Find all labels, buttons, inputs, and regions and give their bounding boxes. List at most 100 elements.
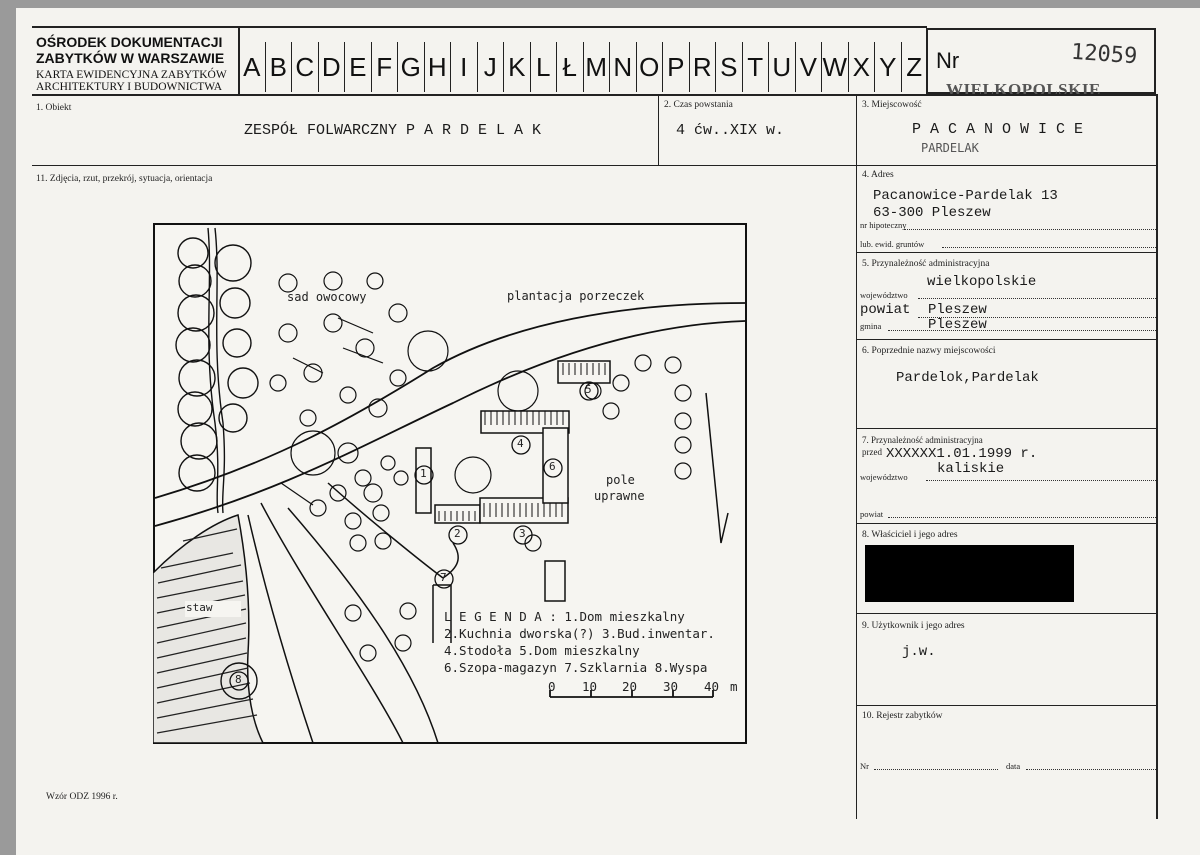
field6-value: Pardelok,Pardelak xyxy=(896,370,1039,386)
index-letter-x: X xyxy=(849,42,875,92)
legend-line3: 4.Stodoła 5.Dom mieszkalny xyxy=(444,643,640,658)
field4-label: 4. Adres xyxy=(862,170,894,180)
scale-30: 30 xyxy=(663,679,679,694)
field5-label: 5. Przynależność administracyjna xyxy=(862,259,990,269)
label-sad: sad owocowy xyxy=(287,290,367,304)
index-letter-u: U xyxy=(769,42,796,92)
legend-line1: L E G E N D A : 1.Dom mieszkalny xyxy=(444,609,685,624)
powiat-value: Pleszew xyxy=(928,302,987,318)
index-letter-c: C xyxy=(292,42,319,92)
index-letter-s: S xyxy=(716,42,743,92)
address-line1: Pacanowice-Pardelak 13 xyxy=(873,188,1058,204)
index-letter-f: F xyxy=(372,42,398,92)
index-letter-v: V xyxy=(796,42,822,92)
building-number-markers xyxy=(229,381,599,691)
legend-line2: 2.Kuchnia dworska(?) 3.Bud.inwentar. xyxy=(444,626,715,641)
scale-20: 20 xyxy=(622,679,638,694)
field10-nr-label: Nr xyxy=(860,761,869,771)
field2-value: 4 ćw..XIX w. xyxy=(676,122,785,139)
lub-ewid-label: lub. ewid. gruntów xyxy=(860,239,925,249)
index-letter-e: E xyxy=(345,42,372,92)
voivodeship-stamp: WIELKOPOLSKIE xyxy=(946,80,1101,99)
field7-date-value: XXXXXX1.01.1999 r. xyxy=(886,446,1038,462)
field7-powiat-label: powiat xyxy=(860,509,884,519)
index-letter-j: J xyxy=(478,42,504,92)
nr-box xyxy=(926,28,1156,94)
marker-6: 6 xyxy=(549,460,556,473)
woj-value: wielkopolskie xyxy=(927,274,1037,290)
index-letter-z: Z xyxy=(906,52,923,82)
form-version: Wzór ODZ 1996 r. xyxy=(46,792,118,802)
field10-label: 10. Rejestr zabytków xyxy=(862,711,943,721)
woj-label: województwo xyxy=(860,290,908,300)
lower-roads xyxy=(247,482,459,744)
index-letter-p: P xyxy=(663,42,690,92)
poplar-row xyxy=(175,227,259,514)
site-plan-sketch xyxy=(153,223,747,744)
index-letter-ł: Ł xyxy=(557,42,584,92)
field3-label: 3. Miejscowość xyxy=(862,100,922,110)
address-line2: 63-300 Pleszew xyxy=(873,205,991,221)
gmina-value: Pleszew xyxy=(928,317,987,333)
index-letter-n: N xyxy=(610,42,637,92)
field11-label: 11. Zdjęcia, rzut, przekrój, sytuacja, o… xyxy=(36,174,213,184)
index-letter-h: H xyxy=(425,42,451,92)
marker-8: 8 xyxy=(235,673,242,686)
marker-7: 7 xyxy=(440,571,447,584)
field1-label: 1. Obiekt xyxy=(36,103,72,113)
field9-label: 9. Użytkownik i jego adres xyxy=(862,621,965,631)
index-letter-w: W xyxy=(822,42,849,92)
marker-4: 4 xyxy=(517,437,524,450)
index-letter-d: D xyxy=(319,42,345,92)
marker-1: 1 xyxy=(420,467,427,480)
scale-40: 40 xyxy=(704,679,720,694)
nr-handwritten-value: 12059 xyxy=(1070,39,1139,70)
index-letter-k: K xyxy=(504,42,531,92)
index-letter-m: M xyxy=(584,42,610,92)
island-outline xyxy=(220,662,258,700)
label-pole-2: uprawne xyxy=(594,489,645,503)
gmina-label: gmina xyxy=(860,321,882,331)
legend-line4: 6.Szopa-magazyn 7.Szklarnia 8.Wyspa xyxy=(444,660,708,675)
building-roof-hatching xyxy=(438,363,606,521)
marker-3: 3 xyxy=(519,527,526,540)
field7-woj-label: województwo xyxy=(860,472,908,482)
marker-5: 5 xyxy=(585,383,592,396)
index-letter-g: G xyxy=(398,42,425,92)
field8-label: 8. Właściciel i jego adres xyxy=(862,530,958,540)
index-letter-a: A xyxy=(239,42,266,92)
label-plantacja: plantacja porzeczek xyxy=(507,289,645,303)
field3-handwritten: PARDELAK xyxy=(921,141,979,155)
nr-hipoteczny-label: nr hipoteczny xyxy=(860,220,907,230)
institution-line1: OŚRODEK DOKUMENTACJI xyxy=(36,34,223,50)
index-letter-y: Y xyxy=(875,42,902,92)
field7-label2: przed xyxy=(862,447,882,457)
label-staw: staw xyxy=(186,601,213,614)
farm-buildings xyxy=(415,360,611,643)
marker-2: 2 xyxy=(454,527,461,540)
field3-value: P A C A N O W I C E xyxy=(912,121,1084,138)
index-letter-o: O xyxy=(637,42,663,92)
card-type-line1: KARTA EWIDENCYJNA ZABYTKÓW xyxy=(36,69,227,81)
field7-woj-value: kaliskie xyxy=(937,461,1005,477)
pond-hatching xyxy=(153,514,265,744)
field9-value: j.w. xyxy=(902,644,936,660)
record-card: OŚRODEK DOKUMENTACJI ZABYTKÓW W WARSZAWI… xyxy=(16,8,1200,855)
institution-line2: ZABYTKÓW W WARSZAWIE xyxy=(36,50,225,66)
scale-10: 10 xyxy=(582,679,598,694)
index-letter-r: R xyxy=(690,42,716,92)
field6-label: 6. Poprzednie nazwy miejscowości xyxy=(862,346,996,356)
card-type-line2: ARCHITEKTURY I BUDOWNICTWA xyxy=(36,81,223,93)
field7-label1: 7. Przynależność administracyjna xyxy=(862,435,983,445)
field2-label: 2. Czas powstania xyxy=(664,100,733,110)
north-arrow xyxy=(705,392,729,544)
owner-redaction xyxy=(865,545,1074,602)
label-pole-1: pole xyxy=(606,473,635,487)
orchard-trees xyxy=(269,271,449,552)
index-letter-l: L xyxy=(531,42,557,92)
main-road xyxy=(154,302,746,527)
index-letter-i: I xyxy=(451,42,478,92)
nr-label: Nr xyxy=(936,48,960,73)
field10-data-label: data xyxy=(1006,761,1021,771)
